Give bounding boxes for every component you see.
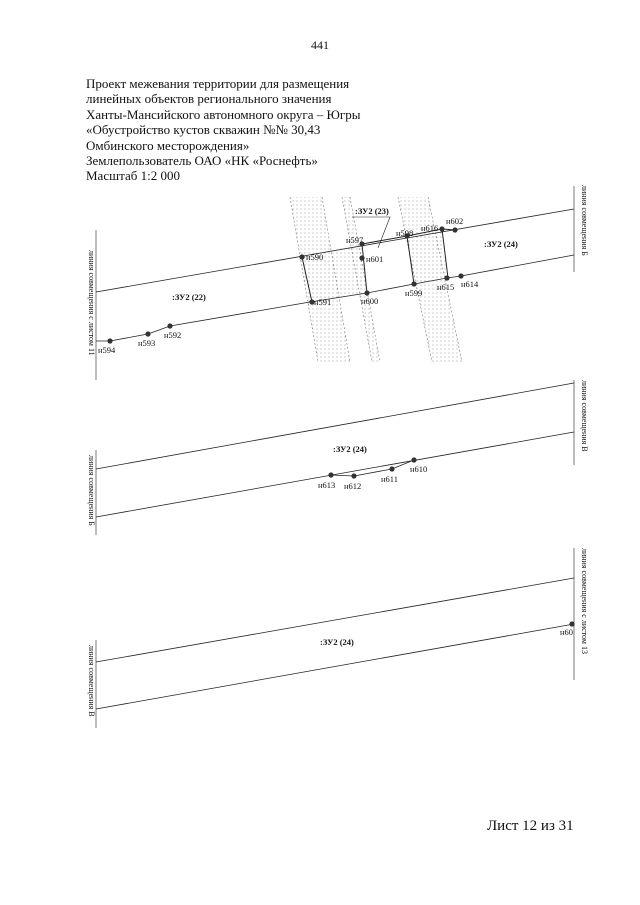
side-label-mid-right: линия совмещения В: [580, 380, 589, 452]
parcel-label-zu2-23: :ЗУ2 (23): [355, 206, 389, 216]
point-label-591: н591: [314, 297, 331, 307]
survey-points-mid: [328, 457, 417, 479]
bot-upper-boundary: [95, 577, 575, 663]
parcel-label-zu2-22: :ЗУ2 (22): [172, 292, 206, 302]
point-label-599: н599: [405, 288, 422, 298]
side-label-top-left: линия совмещения с листом 11: [87, 250, 96, 356]
top-upper-boundary: [95, 208, 575, 293]
document-header: Проект межевания территории для размещен…: [86, 76, 360, 184]
header-line-7: Масштаб 1:2 000: [86, 168, 180, 184]
survey-point-60x: [569, 621, 575, 627]
leader-line: [352, 216, 391, 249]
point-label-610: н610: [410, 464, 427, 474]
mid-upper-boundary: [95, 382, 575, 470]
point-label-60x: н60: [560, 627, 573, 637]
point-label-615: н615: [437, 282, 454, 292]
top-lower-boundary: [96, 254, 575, 342]
page-number: 441: [311, 38, 329, 52]
bot-lower-boundary: [95, 623, 575, 710]
side-label-bot-left: линия совмещения В: [87, 645, 96, 717]
point-label-616: н616: [421, 223, 438, 233]
point-label-612: н612: [344, 481, 361, 491]
mid-inner-boundary: [330, 459, 415, 477]
point-label-598: н598: [396, 228, 413, 238]
parcel-label-zu2-24-bot: :ЗУ2 (24): [320, 637, 354, 647]
header-line-5: Омбинского месторождения»: [86, 137, 250, 153]
side-label-top-right: линия совмещения Б: [580, 185, 589, 256]
point-label-593: н593: [138, 338, 155, 348]
header-line-4: «Обустройство кустов скважин №№ 30,43: [86, 122, 321, 138]
survey-points-top: [107, 226, 464, 344]
sheet-number: Лист 12 из 31: [487, 818, 574, 834]
dense-stipple-area-1: [302, 244, 369, 302]
side-label-bot-right: линия совмещения с листом 13: [580, 548, 589, 654]
parcel-label-zu2-24-mid: :ЗУ2 (24): [333, 444, 367, 454]
point-label-611: н611: [381, 474, 398, 484]
point-label-614: н614: [461, 279, 479, 289]
side-label-mid-left: линия совмещения Б: [87, 455, 96, 526]
header-line-1: Проект межевания территории для размещен…: [86, 76, 350, 91]
parcel-label-zu2-24-top: :ЗУ2 (24): [484, 239, 518, 249]
header-line-2: линейных объектов регионального значения: [86, 91, 332, 107]
point-label-601: н601: [366, 254, 383, 264]
header-line-3: Ханты-Мансийского автономного округа – Ю…: [86, 106, 361, 122]
point-label-597: н597: [346, 235, 363, 245]
point-label-613: н613: [318, 480, 335, 490]
point-label-594: н594: [98, 345, 116, 355]
point-label-592: н592: [164, 330, 181, 340]
point-label-600: н600: [361, 296, 378, 306]
mid-lower-boundary: [95, 431, 575, 518]
header-line-6: Землепользователь ОАО «НК «Роснефть»: [86, 153, 318, 169]
point-label-590: н590: [306, 252, 323, 262]
point-label-602: н602: [446, 216, 463, 226]
dense-stipple-area-2: [407, 229, 448, 284]
parcel-edges: [301, 228, 456, 303]
